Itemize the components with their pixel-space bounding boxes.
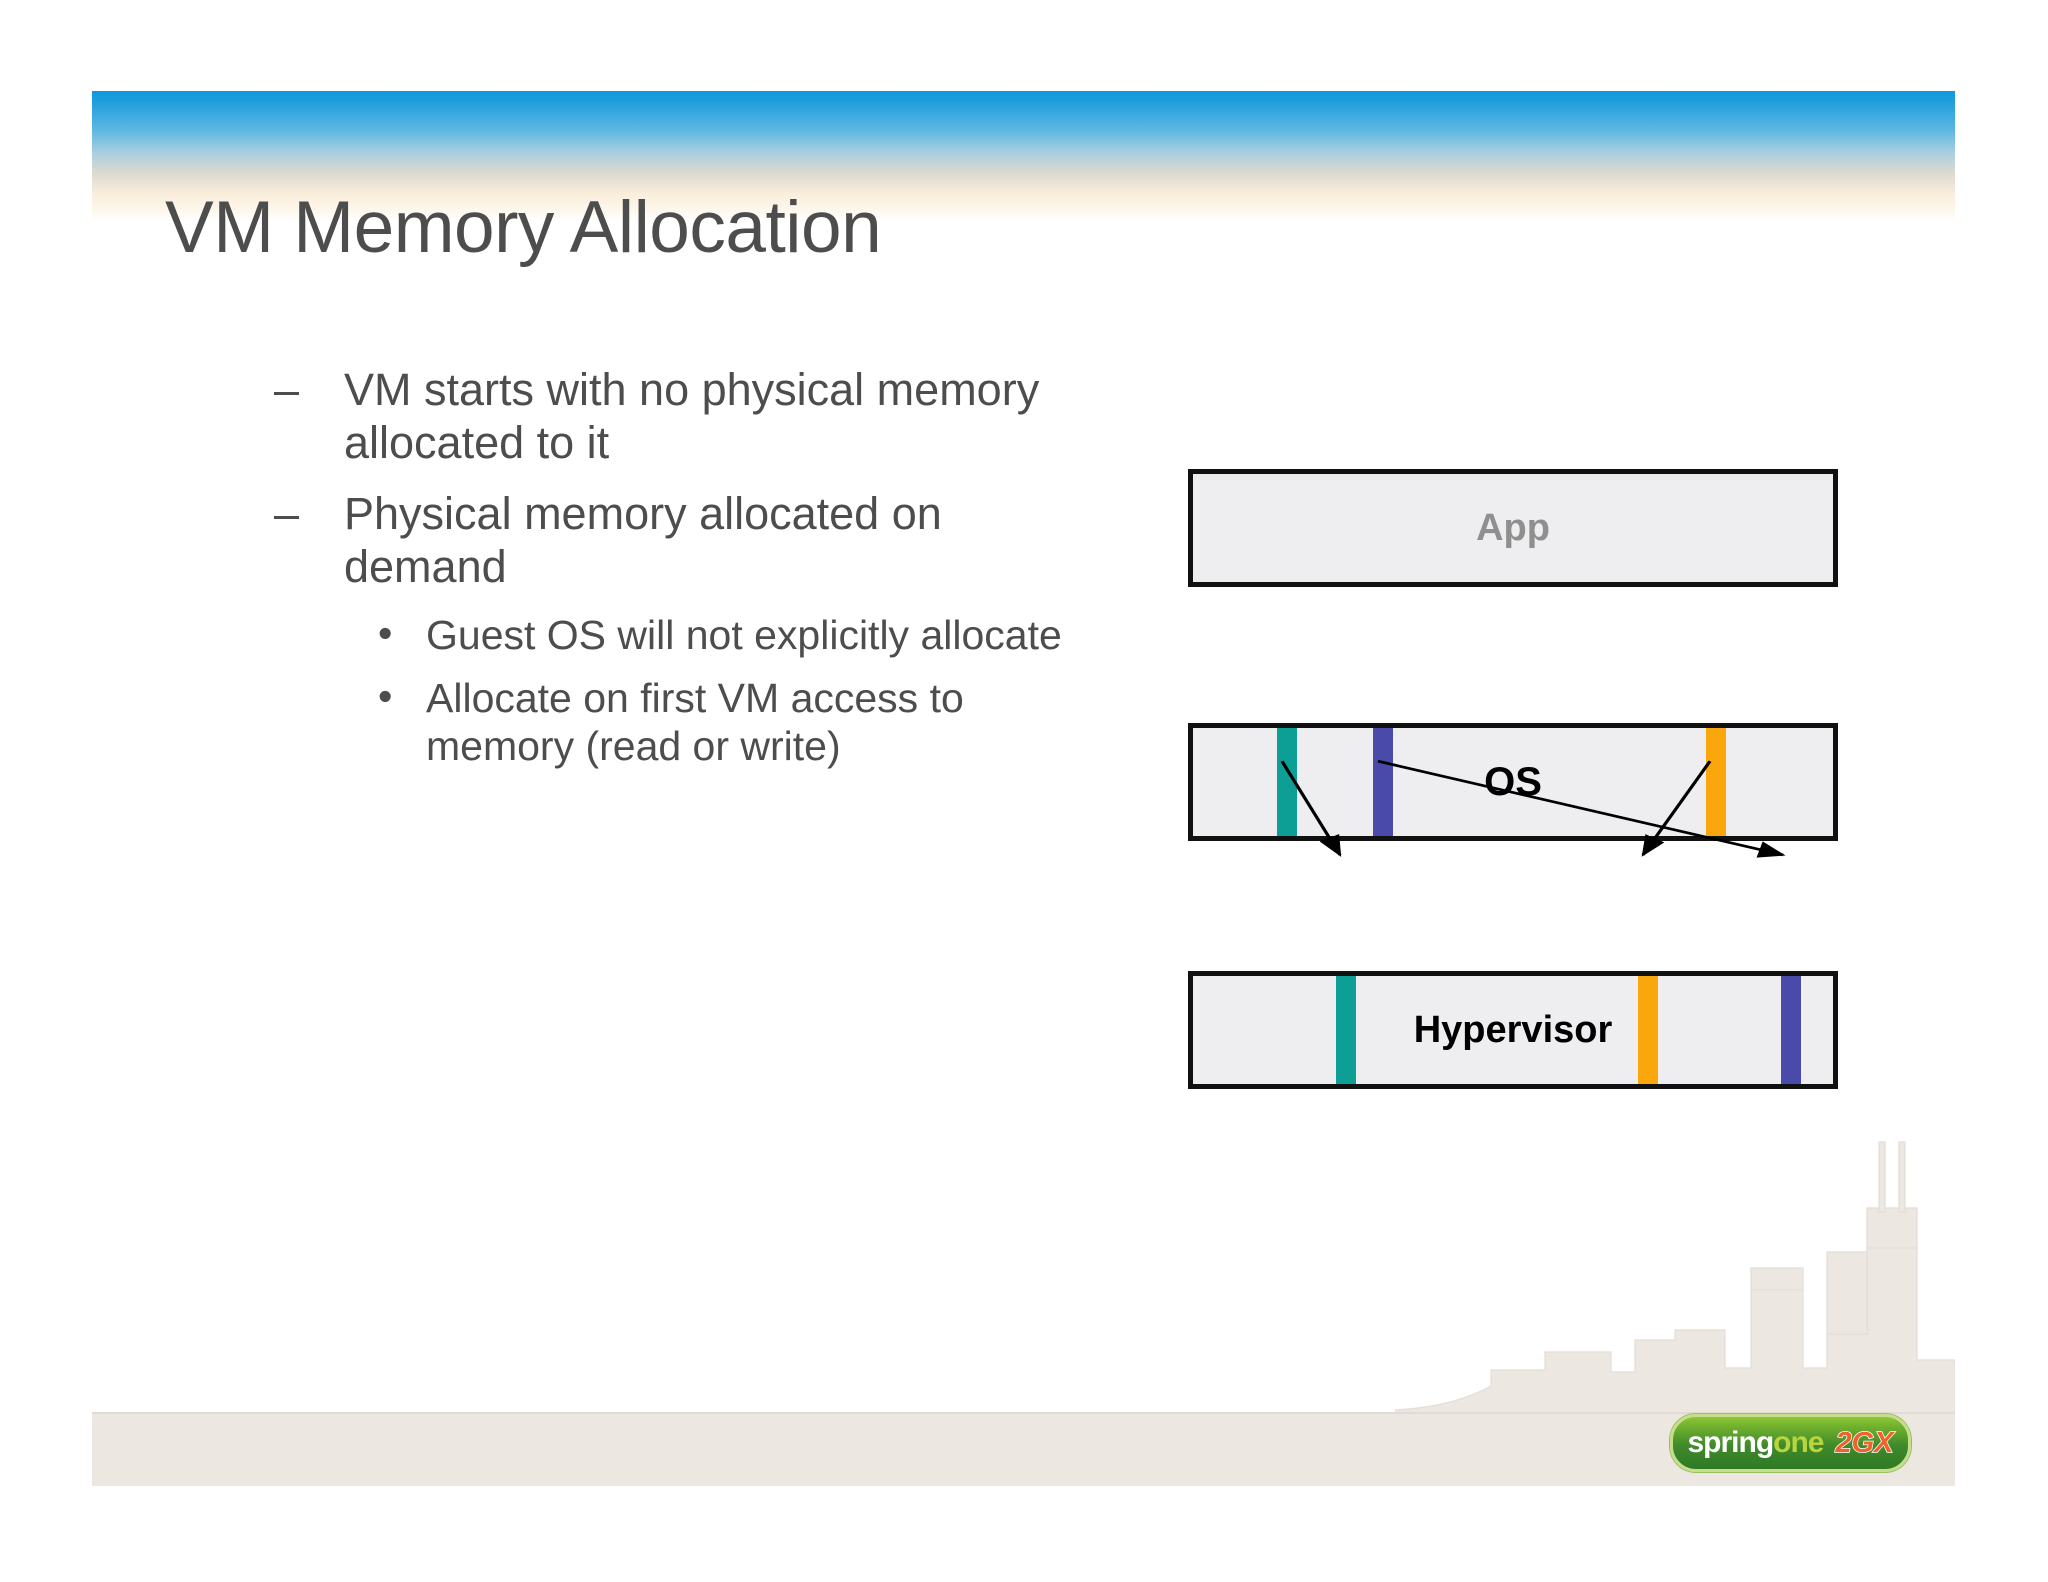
chicago-skyline-graphic [1395, 1141, 1955, 1424]
memory-allocation-diagram: App OS Hypervisor [1188, 469, 1838, 1089]
hypervisor-box-label: Hypervisor [1413, 1008, 1613, 1051]
dot-bullet-marker: • [378, 610, 393, 657]
dash-bullet-marker: – [274, 364, 300, 415]
bullet-list: – VM starts with no physical memory allo… [268, 363, 1098, 785]
bullet-text: VM starts with no physical memory alloca… [344, 364, 1040, 469]
logo-text-one: one [1773, 1426, 1824, 1459]
os-box-label: OS [1484, 759, 1542, 804]
hypervisor-page-orange [1638, 976, 1658, 1084]
logo-text-2gx: 2GX [1835, 1427, 1895, 1459]
os-memory-box: OS [1188, 723, 1838, 841]
bullet-item-level1: – Physical memory allocated on demand [268, 487, 1098, 593]
os-page-orange [1706, 728, 1726, 836]
header-gradient-band [92, 91, 1955, 221]
springone-2gx-logo: springone 2GX [1670, 1414, 1911, 1472]
slide-canvas: VM Memory Allocation – VM starts with no… [92, 91, 1955, 1486]
bullet-item-level1: – VM starts with no physical memory allo… [268, 363, 1098, 469]
os-page-teal [1277, 728, 1297, 836]
bullet-item-level2: • Guest OS will not explicitly allocate [268, 610, 1098, 659]
hypervisor-page-blue [1781, 976, 1801, 1084]
logo-text-spring: spring [1687, 1426, 1774, 1459]
app-box-label: App [1476, 506, 1550, 549]
footer-band [92, 1412, 1955, 1486]
dash-bullet-marker: – [274, 488, 300, 540]
bullet-text: Guest OS will not explicitly allocate [426, 612, 1062, 659]
hypervisor-memory-box: Hypervisor [1188, 971, 1838, 1089]
os-page-blue [1373, 728, 1393, 836]
bullet-text: Allocate on first VM access to memory (r… [426, 674, 964, 770]
bullet-text: Physical memory allocated on demand [344, 488, 942, 593]
app-memory-box: App [1188, 469, 1838, 587]
bullet-item-level2: • Allocate on first VM access to memory … [268, 672, 1098, 771]
logo-text-group: springone 2GX [1687, 1426, 1895, 1459]
page-title: VM Memory Allocation [165, 187, 882, 268]
dot-bullet-marker: • [378, 672, 393, 719]
hypervisor-page-teal [1336, 976, 1356, 1084]
